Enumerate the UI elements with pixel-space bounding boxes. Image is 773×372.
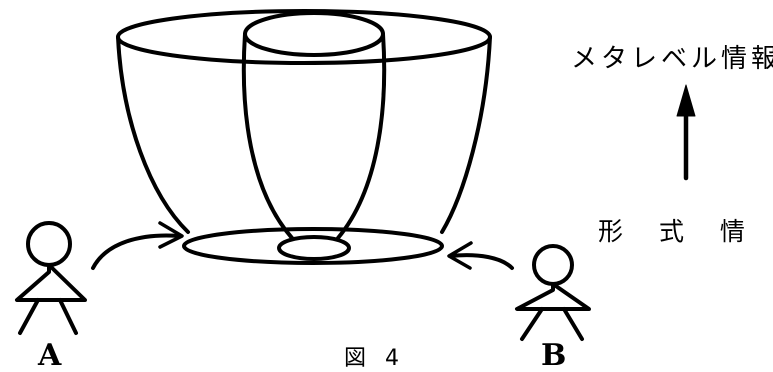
upward-arrow <box>676 84 696 181</box>
arrow-a-to-bowl <box>91 221 184 270</box>
inner-cup <box>241 11 387 261</box>
person-a-head <box>26 221 72 267</box>
person-a-legs <box>18 298 78 335</box>
person-a-label: A <box>38 338 62 372</box>
inner-cup-top-rim <box>243 11 385 57</box>
inner-cup-right-wall <box>336 32 387 240</box>
person-b-legs <box>520 307 584 341</box>
arrow-b-to-bowl <box>447 241 514 270</box>
person-b-label: B <box>541 338 567 372</box>
form-info-label: 形 式 情 報 <box>598 217 773 246</box>
person-b-head <box>532 244 574 286</box>
inner-cup-left-wall <box>241 32 294 240</box>
outer-bowl-left-wall <box>116 35 190 234</box>
outer-bowl-right-wall <box>440 35 492 234</box>
person-a-figure <box>15 221 87 335</box>
person-b-body <box>515 282 591 311</box>
meta-level-info-label: メタレベル情報 <box>571 44 773 74</box>
outer-bowl <box>116 9 492 265</box>
figure-caption: 図 4 <box>344 346 405 371</box>
inner-cup-bottom-rim <box>277 235 351 261</box>
person-b-figure <box>515 244 591 341</box>
upward-arrow-head <box>676 84 696 117</box>
person-a-body <box>15 263 87 302</box>
outer-bowl-bottom-rim <box>182 227 444 265</box>
